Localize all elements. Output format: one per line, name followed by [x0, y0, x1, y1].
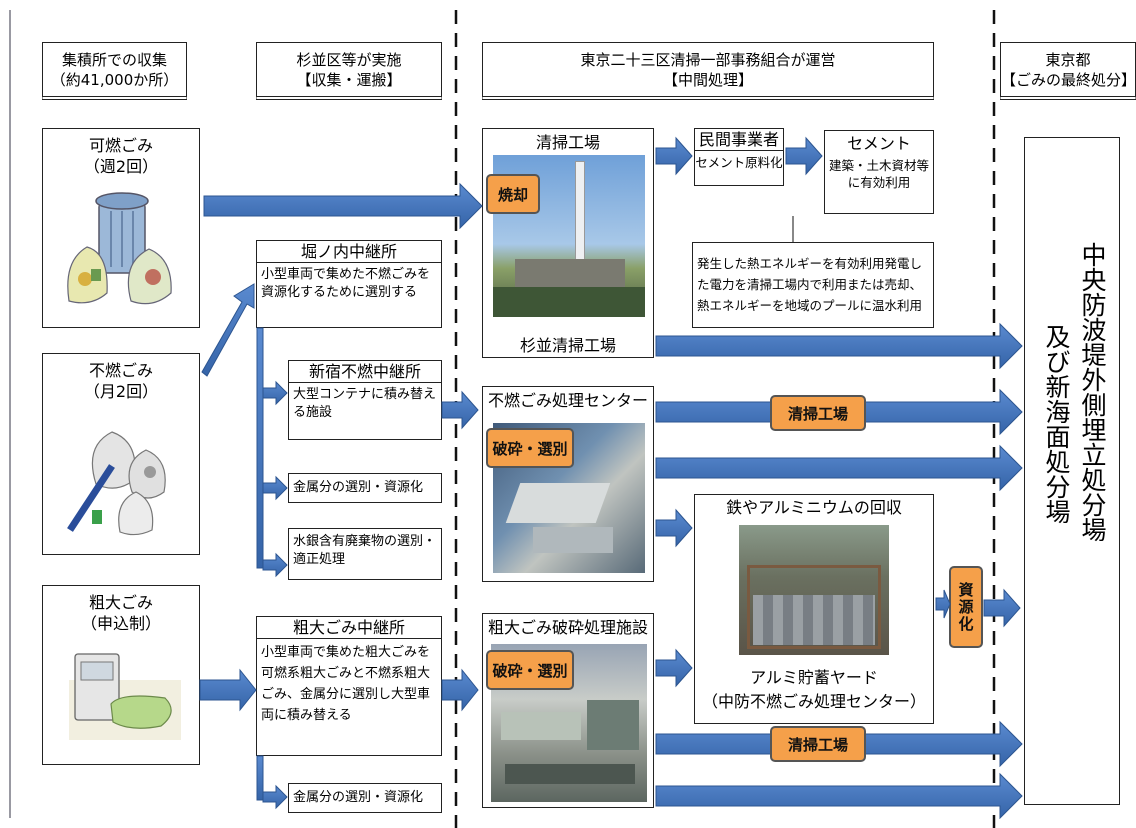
header-tokyo-metro: 東京都 【ごみの最終処分】 — [1000, 42, 1136, 100]
waste-burnable: 可燃ごみ （週2回） — [42, 128, 200, 328]
plant-title: 粗大ごみ破砕処理施設 — [487, 618, 648, 637]
header-suginami: 杉並区等が実施 【収集・運搬】 — [256, 42, 442, 100]
recovery-caption1: アルミ貯蓄ヤード — [750, 668, 878, 687]
waste-title: 粗大ごみ — [88, 593, 153, 612]
relay-desc: 小型車両で集めた粗大ごみを可燃系粗大ごみと不燃系粗大ごみ、金属分に選別し大型車両… — [261, 645, 431, 723]
waste-frequency: （週2回） — [83, 157, 159, 176]
header-line1: 杉並区等が実施 — [296, 50, 402, 69]
waste-nonburnable: 不燃ごみ （月2回） — [42, 353, 200, 555]
relay-desc: 小型車両で集めた不燃ごみを資源化するために選別する — [261, 267, 431, 300]
relay-title: 粗大ごみ中継所 — [257, 617, 441, 639]
plant-caption: 杉並清掃工場 — [519, 336, 616, 355]
cement: セメント 建築・土木資材等に有効利用 — [824, 130, 934, 214]
bulky-items-icon — [69, 653, 181, 740]
header-line1: 東京二十三区清掃一部事務組合が運営 — [580, 50, 836, 69]
heat-energy-note: 発生した熱エネルギーを有効利用発電した電力を清掃工場内で利用または売却、熱エネル… — [692, 242, 934, 328]
waste-title: 可燃ごみ — [88, 136, 153, 155]
metal-recovery: 鉄やアルミニウムの回収 アルミ貯蓄ヤード （中防不燃ごみ処理センター） — [694, 494, 934, 724]
landfill-name-2: 及び新海面処分場 — [1042, 324, 1071, 524]
plant-bulky-facility: 粗大ごみ破砕処理施設 — [482, 613, 654, 808]
header-collection-point: 集積所での収集 （約41,000か所） — [42, 42, 187, 100]
relay-title: 新宿不燃中継所 — [289, 361, 441, 383]
badge-to-incinerator-2: 清掃工場 — [770, 726, 866, 762]
recovery-title: 鉄やアルミニウムの回収 — [726, 498, 902, 517]
private-title: 民間事業者 — [695, 129, 783, 151]
metal-sorting-1: 金属分の選別・資源化 — [288, 473, 442, 503]
header-line2: 【収集・運搬】 — [296, 70, 402, 89]
cement-title: セメント — [847, 134, 911, 153]
waste-bulky: 粗大ごみ （申込制） — [42, 585, 200, 765]
header-line1: 東京都 — [1045, 50, 1091, 69]
relay-title: 堀ノ内中継所 — [257, 241, 441, 263]
relay-desc: 大型コンテナに積み替える施設 — [293, 387, 437, 420]
badge-crush-sort-2: 破砕・選別 — [486, 650, 574, 690]
header-tokyo23: 東京二十三区清掃一部事務組合が運営 【中間処理】 — [482, 42, 934, 100]
header-line2: （約41,000か所） — [50, 70, 179, 89]
header-line1: 集積所での収集 — [61, 50, 167, 69]
relay-horinouchi: 堀ノ内中継所 小型車両で集めた不燃ごみを資源化するために選別する — [256, 240, 442, 328]
plant-nonburnable-center: 不燃ごみ処理センター — [482, 386, 654, 582]
recovery-caption2: （中防不燃ごみ処理センター） — [701, 692, 926, 711]
header-line2: 【中間処理】 — [662, 70, 753, 89]
badge-crush-sort-1: 破砕・選別 — [486, 428, 574, 468]
private-operator: 民間事業者 セメント原料化 — [694, 128, 784, 186]
cement-desc: 建築・土木資材等に有効利用 — [829, 158, 930, 190]
badge-to-incinerator-1: 清掃工場 — [770, 395, 866, 431]
nonburnable-bags-icon — [67, 431, 166, 536]
badge-resource: 資源化 — [949, 566, 983, 648]
header-line2: 【ごみの最終処分】 — [1001, 70, 1136, 89]
mercury-sorting: 水銀含有廃棄物の選別・適正処理 — [288, 528, 442, 580]
private-desc: セメント原料化 — [695, 155, 783, 170]
trash-can-icon — [67, 192, 172, 305]
waste-frequency: （月2回） — [83, 382, 159, 401]
connector-line — [792, 216, 794, 242]
plant-incinerator: 清掃工場 杉並清掃工場 — [482, 128, 654, 358]
waste-frequency: （申込制） — [80, 614, 161, 633]
aluminum-yard-photo — [739, 525, 889, 655]
badge-incineration: 焼却 — [486, 174, 540, 214]
landfill-name-1: 中央防波堤外側埋立処分場 — [1078, 242, 1107, 542]
relay-bulky: 粗大ごみ中継所 小型車両で集めた粗大ごみを可燃系粗大ごみと不燃系粗大ごみ、金属分… — [256, 616, 442, 756]
landfill-site: 中央防波堤外側埋立処分場 及び新海面処分場 — [1024, 137, 1120, 805]
relay-shinjuku: 新宿不燃中継所 大型コンテナに積み替える施設 — [288, 360, 442, 440]
plant-title: 清掃工場 — [535, 133, 600, 152]
plant-title: 不燃ごみ処理センター — [487, 391, 648, 410]
metal-sorting-2: 金属分の選別・資源化 — [288, 783, 442, 813]
waste-title: 不燃ごみ — [88, 361, 153, 380]
